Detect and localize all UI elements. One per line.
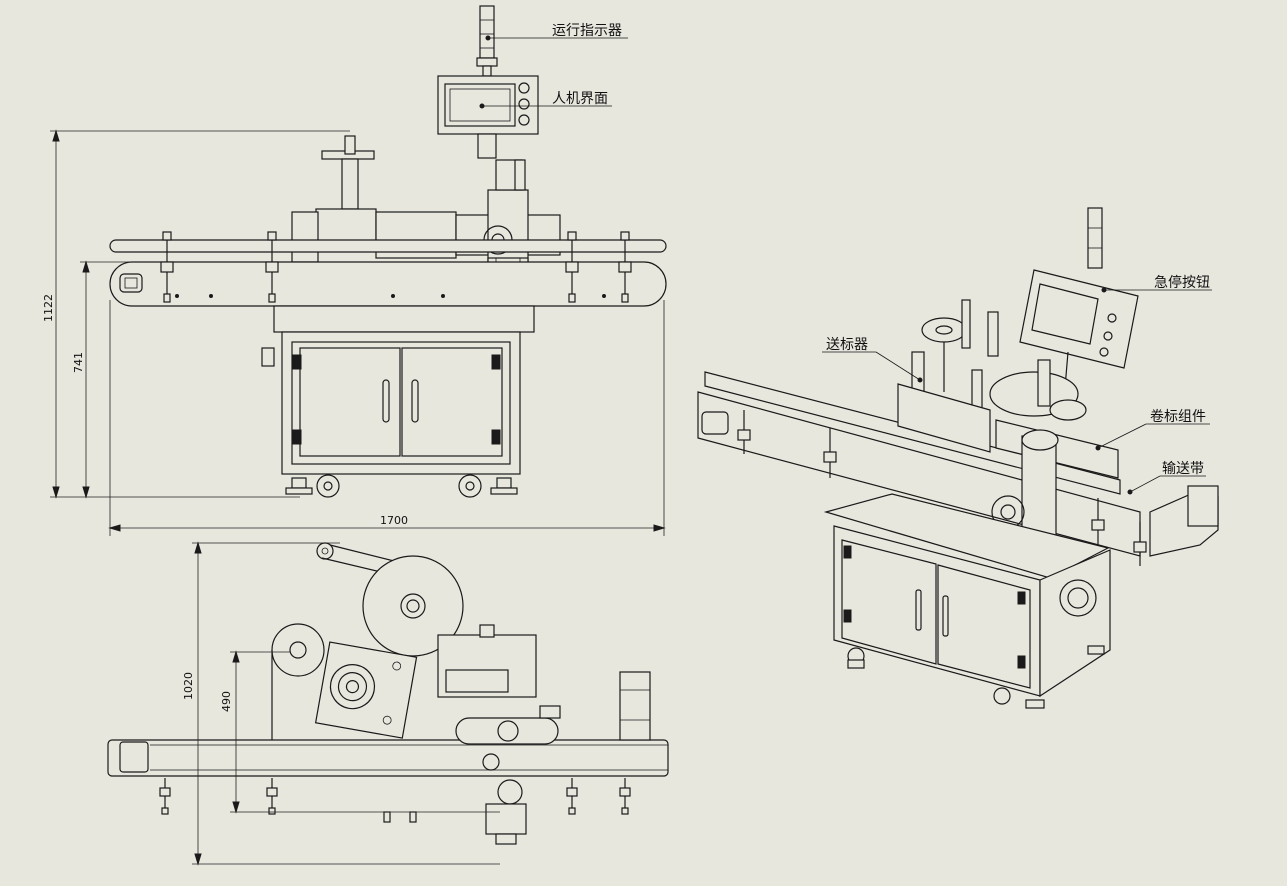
front-dimensions: 1122 741 1700 bbox=[42, 129, 666, 536]
conveyor-front bbox=[109, 239, 667, 307]
front-view bbox=[109, 5, 667, 498]
dim-conveyor-height: 741 bbox=[72, 352, 85, 373]
status-light-tower bbox=[476, 5, 498, 77]
label-run-indicator: 运行指示器 bbox=[552, 23, 622, 39]
labeling-head-front bbox=[291, 135, 561, 311]
isometric-view bbox=[697, 207, 1219, 709]
top-view bbox=[107, 542, 669, 845]
hmi-panel bbox=[437, 75, 539, 159]
dim-total-length: 1700 bbox=[380, 514, 408, 527]
leader-lines bbox=[479, 35, 1212, 495]
dim-depth: 1020 bbox=[182, 672, 195, 700]
dim-total-height: 1122 bbox=[42, 294, 55, 322]
guide-posts-front bbox=[160, 231, 632, 303]
label-conveyor: 输送带 bbox=[1162, 461, 1204, 477]
label-label-feeder: 送标器 bbox=[826, 337, 868, 353]
label-emergency-stop: 急停按钮 bbox=[1154, 274, 1210, 291]
label-winding-assembly: 卷标组件 bbox=[1150, 409, 1206, 425]
label-hmi: 人机界面 bbox=[552, 91, 608, 107]
top-dimensions: 1020 490 bbox=[182, 541, 500, 866]
dim-conveyor-depth: 490 bbox=[220, 691, 233, 712]
cabinet-front bbox=[261, 305, 535, 498]
